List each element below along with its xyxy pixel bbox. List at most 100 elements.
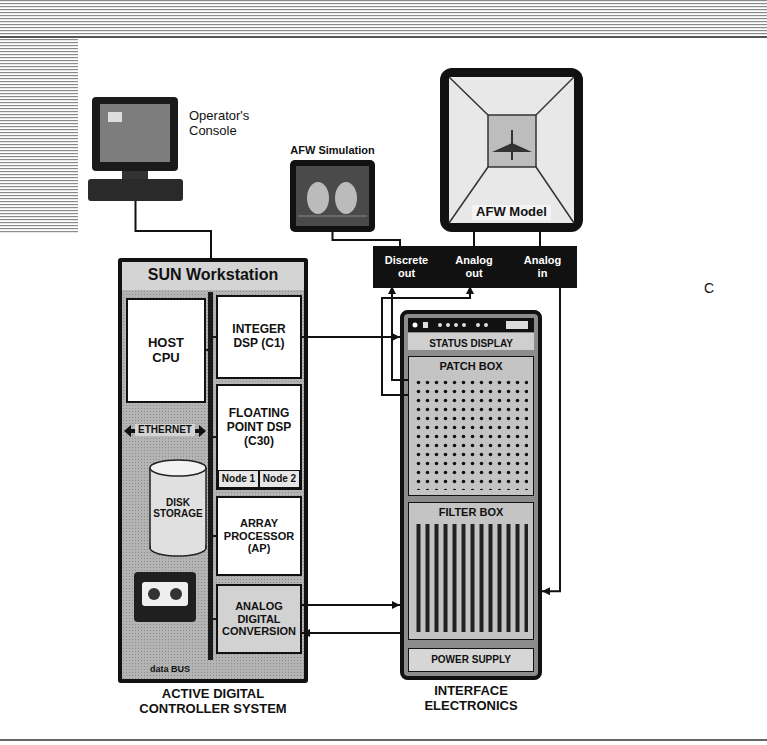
- patch-ground: [408, 356, 534, 496]
- disk-body: [150, 468, 206, 548]
- power-ground: [408, 648, 534, 672]
- status-led: [454, 323, 458, 327]
- tunnel-view: [449, 77, 574, 223]
- box-label: STATUS DISPLAY: [429, 338, 513, 350]
- tape-window: [142, 582, 188, 606]
- tunnel-edge: [536, 77, 574, 115]
- cut-off-letter: C: [704, 280, 714, 296]
- signal-wire: [539, 232, 541, 248]
- simulation-screen: AFW Simulation: [290, 160, 375, 232]
- tunnel-edge: [449, 77, 488, 115]
- caption-label: Operator's Console: [189, 109, 263, 139]
- dsp-board: FLOATING POINT DSP (C30) Node 1 Node 2: [216, 384, 302, 490]
- status-readout: [506, 321, 528, 329]
- signal-wire: [136, 201, 212, 258]
- disk-body: [151, 530, 205, 548]
- box-label: FLOATING POINT DSP (C30): [226, 407, 292, 448]
- box-label: PATCH BOX: [439, 360, 502, 373]
- rack-fill: [400, 310, 542, 680]
- status-panel: STATUS DISPLAY: [408, 318, 534, 350]
- monitor-base: [88, 179, 183, 201]
- box-label: Node 2: [263, 473, 296, 485]
- photo-frame: [440, 68, 583, 232]
- screen-window: [108, 112, 122, 122]
- status-led: [413, 323, 418, 328]
- box-label: ARRAY PROCESSOR (AP): [220, 517, 298, 555]
- processor-board: ARRAY PROCESSOR (AP): [216, 496, 302, 576]
- status-ground: [408, 333, 534, 350]
- box-label: INTEGER DSP (C1): [228, 323, 290, 351]
- node-board: Node 2: [259, 470, 300, 488]
- status-led: [476, 323, 480, 327]
- console-monitor: Operator's Console: [88, 95, 183, 201]
- status-led: [423, 322, 428, 328]
- data-bus: [208, 292, 213, 660]
- node-board: Node 1: [218, 470, 259, 488]
- box-label: SUN Workstation: [122, 266, 304, 284]
- filter-ground: [408, 502, 534, 640]
- converter-board: ANALOG DIGITAL CONVERSION: [216, 584, 302, 654]
- status-led: [438, 323, 442, 327]
- ethernet-arrow: [199, 425, 206, 437]
- box-label: Discrete out: [384, 254, 430, 279]
- tunnel-back-wall: [488, 115, 536, 167]
- patch-jacks: [414, 378, 528, 490]
- box-label: POWER SUPPLY: [431, 654, 511, 666]
- workstation-enclosure: SUN WorkstationACTIVE DIGITAL CONTROLLER…: [118, 258, 308, 683]
- model-photo: AFW Model: [440, 68, 583, 232]
- io-port-box: Analog in: [510, 248, 575, 286]
- io-port-box: Discrete out: [375, 248, 438, 286]
- box-label: ANALOG DIGITAL CONVERSION: [220, 600, 298, 638]
- status-led: [462, 323, 466, 327]
- rule-line: [0, 739, 767, 741]
- caption-label: AFW Simulation: [290, 144, 374, 157]
- monitor-neck: [122, 171, 148, 179]
- status-led: [484, 323, 488, 327]
- box-label: DISK STORAGE: [149, 497, 207, 520]
- box-label: HOST CPU: [136, 336, 196, 366]
- signal-wire: [302, 632, 400, 634]
- signal-wire: [333, 232, 401, 248]
- status-strip: [408, 318, 534, 332]
- header-band: [122, 262, 304, 290]
- caption-label: ACTIVE DIGITAL CONTROLLER SYSTEM: [123, 687, 303, 717]
- io-port-box: Analog out: [440, 248, 508, 286]
- halftone-band: [0, 0, 767, 36]
- box-label: Analog in: [520, 254, 566, 279]
- tape-reel: [170, 588, 182, 600]
- caption-label: INTERFACE ELECTRONICS: [391, 684, 551, 714]
- bus-name: ETHERNET: [135, 424, 195, 436]
- simulation-shape: [335, 182, 357, 214]
- filter-panel: FILTER BOX: [408, 502, 534, 640]
- horizon-line: [298, 216, 367, 217]
- patch-panel: PATCH BOX: [408, 356, 534, 496]
- monitor-screen: [100, 104, 170, 162]
- ethernet-arrow: [124, 425, 131, 437]
- signal-wire: [302, 604, 400, 606]
- monitor-body: [92, 97, 178, 171]
- disk-top: [150, 460, 206, 476]
- electronics-rack: INTERFACE ELECTRONICSSTATUS DISPLAYPATCH…: [400, 310, 542, 680]
- rule-line: [0, 36, 767, 38]
- signal-wire: [302, 336, 400, 338]
- bus-tap: [206, 349, 209, 351]
- port-bar: [373, 246, 577, 288]
- aircraft-model: [511, 130, 513, 160]
- bus-name: data BUS: [150, 664, 190, 674]
- dsp-board: INTEGER DSP (C1): [216, 295, 302, 379]
- halftone-band: [0, 38, 78, 233]
- power-panel: POWER SUPPLY: [408, 648, 534, 672]
- screen-image: [296, 166, 369, 226]
- tape-drive: [134, 572, 196, 622]
- signal-wire: [542, 286, 560, 591]
- box-label: FILTER BOX: [439, 506, 504, 519]
- tape-reel: [148, 588, 160, 600]
- cpu-board: HOST CPU: [126, 298, 206, 403]
- screen-frame: [290, 160, 375, 232]
- enclosure-fill: [118, 258, 308, 683]
- box-label: AFW Model: [472, 205, 551, 220]
- simulation-shape: [307, 182, 329, 214]
- filter-fins: [414, 524, 528, 632]
